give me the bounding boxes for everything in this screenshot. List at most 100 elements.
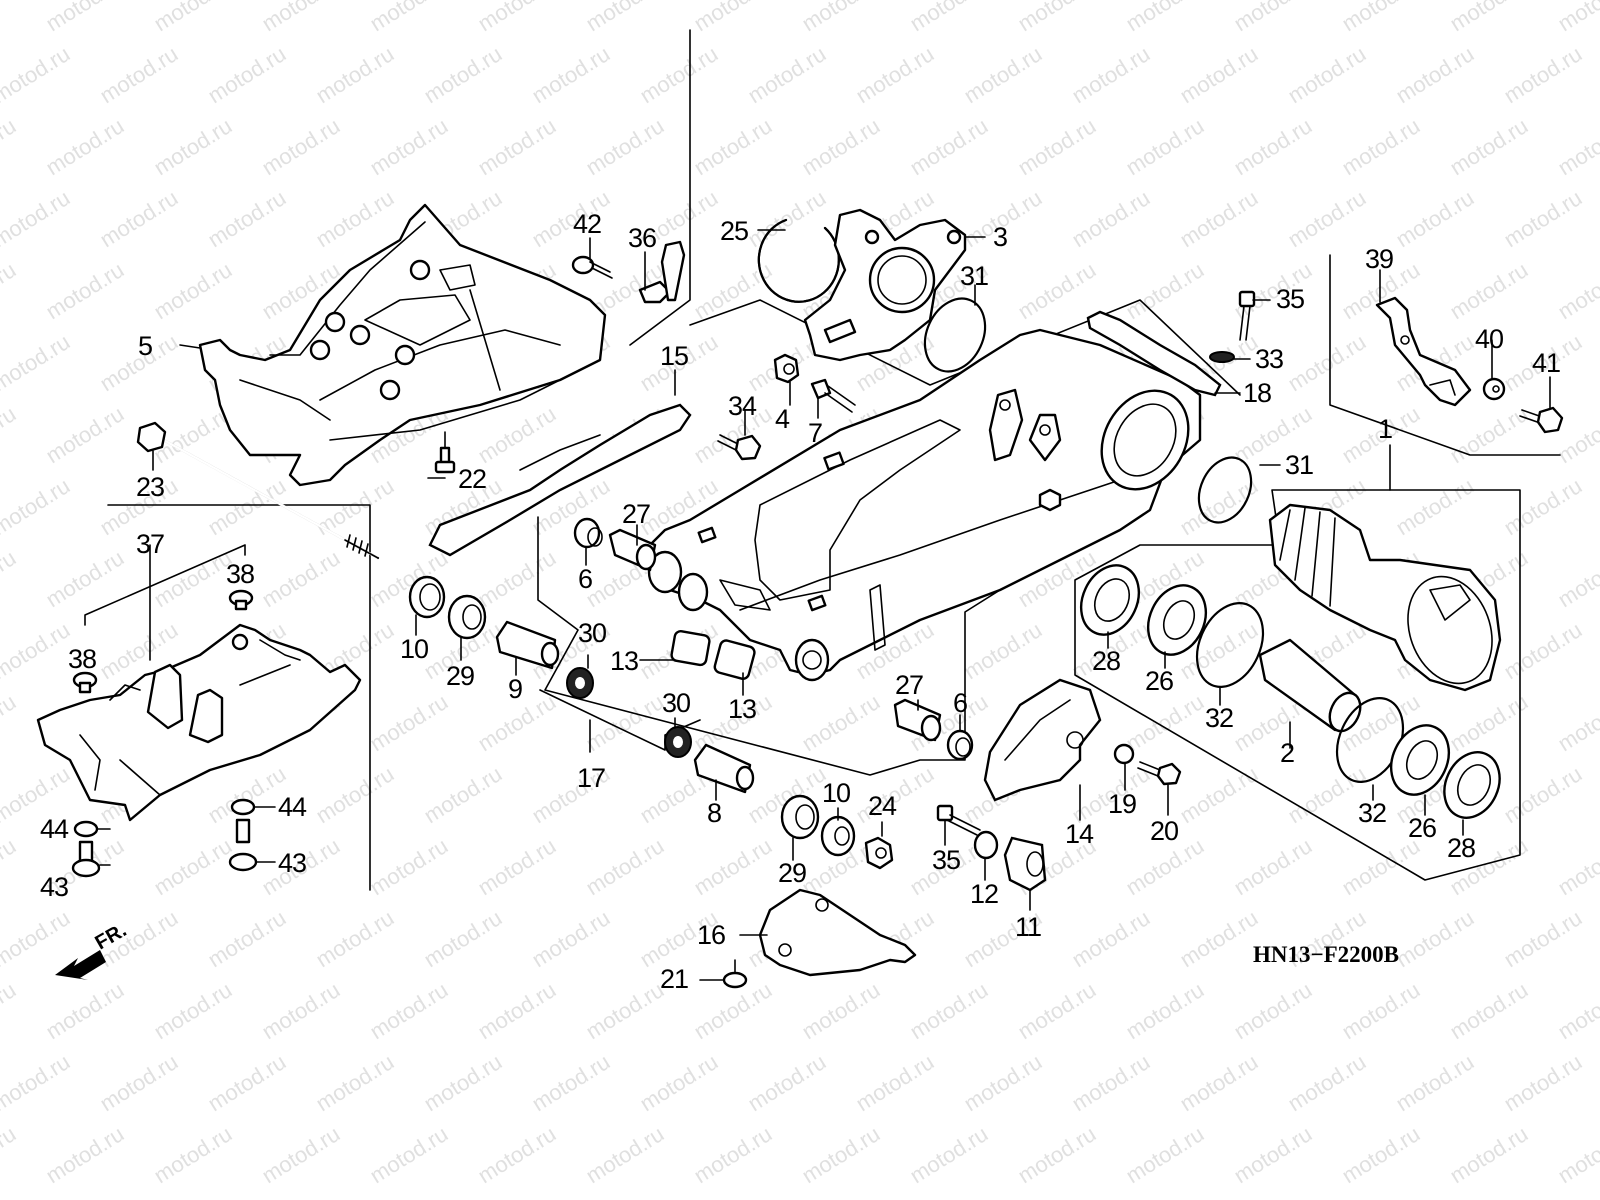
part-bolt-34[interactable]: [717, 434, 762, 461]
watermark-text: motod.ru: [1283, 1193, 1370, 1200]
part-collar-2[interactable]: [1258, 638, 1366, 736]
callout-23: 23: [136, 472, 164, 502]
part-skid-plate[interactable]: [198, 203, 607, 487]
part-bearing-26b[interactable]: [1380, 716, 1459, 804]
watermark-text: motod.ru: [1067, 1049, 1154, 1116]
part-bearing-26a[interactable]: [1137, 576, 1216, 664]
watermark-text: motod.ru: [689, 833, 776, 900]
part-bearing-30b[interactable]: [664, 726, 692, 758]
part-swingarm[interactable]: [647, 328, 1206, 682]
watermark-text: motod.ru: [1337, 0, 1424, 36]
part-pivot-plate[interactable]: [803, 208, 967, 362]
callout-26b: 26: [1408, 813, 1436, 843]
watermark-text: motod.ru: [365, 833, 452, 900]
watermark-text: motod.ru: [365, 977, 452, 1044]
part-chain-slider[interactable]: [428, 403, 692, 557]
watermark-text: motod.ru: [0, 257, 20, 324]
callout-6a: 6: [578, 564, 592, 594]
watermark-text: motod.ru: [1445, 257, 1532, 324]
part-bolt-20[interactable]: [1137, 761, 1182, 786]
part-collar-19[interactable]: [1113, 743, 1135, 765]
watermark-text: motod.ru: [1391, 473, 1478, 540]
part-seal-28b[interactable]: [1434, 743, 1510, 827]
callout-39: 39: [1365, 244, 1393, 274]
watermark-text: motod.ru: [1499, 905, 1586, 972]
part-lower-guard[interactable]: [36, 623, 362, 822]
callout-12: 12: [970, 879, 998, 909]
part-oring-31a[interactable]: [914, 289, 997, 382]
watermark-text: motod.ru: [1121, 113, 1208, 180]
part-chain-tensioner-14[interactable]: [983, 678, 1102, 802]
part-nut-4[interactable]: [773, 353, 800, 384]
part-screw-21[interactable]: [722, 959, 748, 989]
callout-10b: 10: [822, 778, 850, 808]
part-bracket-39[interactable]: [1375, 296, 1472, 407]
part-collar-6b[interactable]: [946, 729, 974, 761]
part-collar-8[interactable]: [693, 743, 755, 794]
part-bolt-43a[interactable]: [71, 840, 101, 878]
part-bushing-27a[interactable]: [608, 528, 657, 572]
part-collar-38b[interactable]: [228, 589, 254, 611]
callout-41: 41: [1532, 348, 1560, 378]
watermark-text: motod.ru: [0, 113, 20, 180]
part-pivot-bolt[interactable]: [136, 421, 380, 560]
part-bolt-22[interactable]: [434, 431, 456, 474]
bracket-pivot-top: [689, 299, 1241, 396]
part-bushing-27b[interactable]: [893, 698, 942, 742]
part-pad-13b[interactable]: [713, 639, 756, 680]
part-bolt-42[interactable]: [571, 255, 613, 279]
watermark-text: motod.ru: [0, 185, 74, 252]
part-bolt-41[interactable]: [1519, 406, 1564, 434]
part-collar-6a[interactable]: [573, 517, 603, 549]
part-bolt-35a[interactable]: [1238, 290, 1256, 341]
watermark-text: motod.ru: [365, 1121, 452, 1188]
watermark-text: motod.ru: [1391, 41, 1478, 108]
part-seal-28a[interactable]: [1070, 556, 1149, 644]
watermark-text: motod.ru: [1553, 833, 1600, 900]
watermark-text: motod.ru: [149, 1121, 236, 1188]
bracket-bracket-39: [1329, 254, 1561, 456]
part-washer-44b[interactable]: [230, 798, 256, 816]
watermark-text: motod.ru: [41, 977, 128, 1044]
watermark-text: motod.ru: [0, 833, 20, 900]
part-collar-12[interactable]: [973, 830, 999, 860]
watermark-text: motod.ru: [311, 1049, 398, 1116]
watermark-text: motod.ru: [581, 977, 668, 1044]
part-bolt-43b[interactable]: [228, 818, 258, 872]
part-nut-24[interactable]: [864, 836, 894, 870]
part-washer-33[interactable]: [1209, 351, 1235, 363]
watermark-text: motod.ru: [797, 1121, 884, 1188]
part-bearing-29b[interactable]: [780, 794, 820, 840]
callout-35a: 35: [1276, 284, 1304, 314]
part-collar-9[interactable]: [495, 620, 560, 670]
part-oring-32a[interactable]: [1184, 592, 1276, 697]
watermark-text: motod.ru: [1499, 41, 1586, 108]
watermark-text: motod.ru: [149, 257, 236, 324]
part-dust-seal-10a[interactable]: [408, 575, 446, 619]
part-collar-38a[interactable]: [72, 671, 98, 694]
part-chain-guide-18[interactable]: [1086, 310, 1222, 397]
watermark-text: motod.ru: [1499, 1049, 1586, 1116]
part-stud-7[interactable]: [810, 378, 856, 413]
part-clip-36[interactable]: [638, 240, 686, 304]
part-dust-seal-10b[interactable]: [820, 815, 856, 857]
callout-30b: 30: [662, 688, 690, 718]
watermark-text: motod.ru: [311, 473, 398, 540]
part-pad-13a[interactable]: [670, 630, 711, 667]
part-collar-40[interactable]: [1482, 377, 1506, 401]
part-oring-31b[interactable]: [1189, 449, 1261, 531]
watermark-text: motod.ru: [473, 545, 560, 612]
callout-44a: 44: [40, 814, 69, 844]
part-bearing-30a[interactable]: [566, 667, 594, 699]
watermark-text: motod.ru: [581, 1121, 668, 1188]
watermark-text: motod.ru: [1283, 1049, 1370, 1116]
watermark-text: motod.ru: [959, 1049, 1046, 1116]
part-bearing-29a[interactable]: [447, 594, 487, 640]
part-roller-11[interactable]: [1003, 836, 1047, 892]
part-washer-44a[interactable]: [73, 820, 99, 838]
watermark-text: motod.ru: [1283, 185, 1370, 252]
part-final-gear-case[interactable]: [1268, 503, 1506, 695]
watermark-text: motod.ru: [1553, 401, 1600, 468]
part-cover-16[interactable]: [758, 888, 917, 977]
watermark-text: motod.ru: [1121, 0, 1208, 36]
